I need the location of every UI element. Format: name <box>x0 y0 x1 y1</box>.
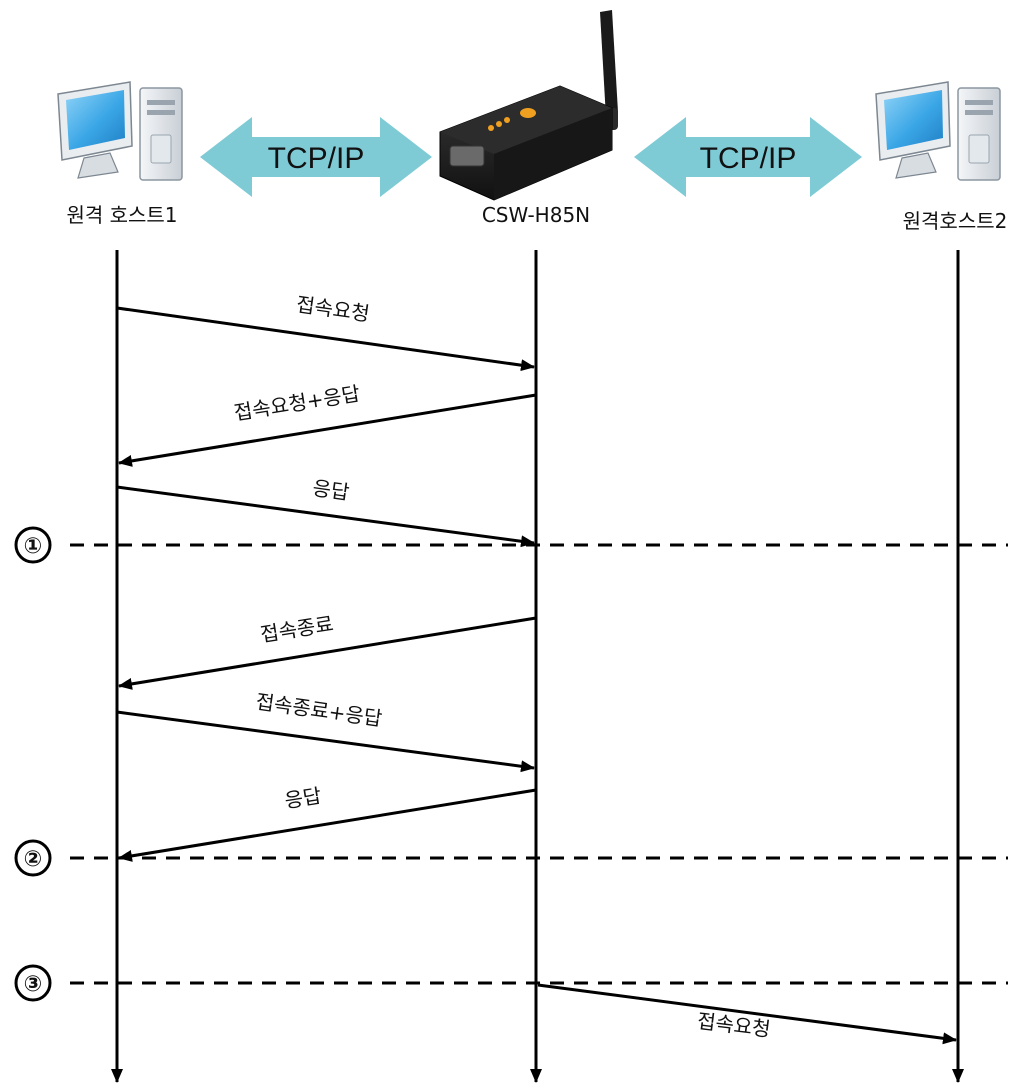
link-label: TCP/IP <box>700 142 797 175</box>
desktop-computer-icon <box>57 81 183 181</box>
message-ack: 응답 <box>116 476 535 548</box>
message-connect-request-host2: 접속요청 <box>537 983 957 1045</box>
message-label: 접속종료 <box>259 611 335 646</box>
message-disconnect: 접속종료 <box>118 611 537 690</box>
message-label: 응답 <box>283 783 323 812</box>
message-label: 접속요청+응답 <box>232 381 361 425</box>
desktop-computer-icon <box>875 81 1001 181</box>
wireless-serial-device-icon <box>439 10 618 201</box>
link-label: TCP/IP <box>268 142 365 175</box>
node-label-host2: 원격호스트2 <box>903 209 1008 233</box>
message-label: 접속요청 <box>295 292 371 326</box>
message-label: 응답 <box>311 476 351 505</box>
step-marker-text: ③ <box>24 972 43 997</box>
tcp-ip-link-left: TCP/IP <box>200 117 432 197</box>
step-marker-1: ① <box>14 526 52 564</box>
step-marker-text: ① <box>24 534 43 559</box>
message-disconnect-ack: 접속종료+응답 <box>116 689 535 773</box>
tcp-ip-link-right: TCP/IP <box>634 117 862 197</box>
node-label-device: CSW-H85N <box>482 203 590 227</box>
step-marker-2: ② <box>14 839 52 877</box>
message-ack: 응답 <box>118 783 537 862</box>
message-connect-request: 접속요청 <box>116 292 535 372</box>
message-label: 접속종료+응답 <box>254 689 383 730</box>
step-marker-3: ③ <box>14 964 52 1002</box>
message-connect-request-ack: 접속요청+응답 <box>118 381 537 467</box>
node-label-host1: 원격 호스트1 <box>66 203 177 227</box>
step-marker-text: ② <box>24 847 43 872</box>
